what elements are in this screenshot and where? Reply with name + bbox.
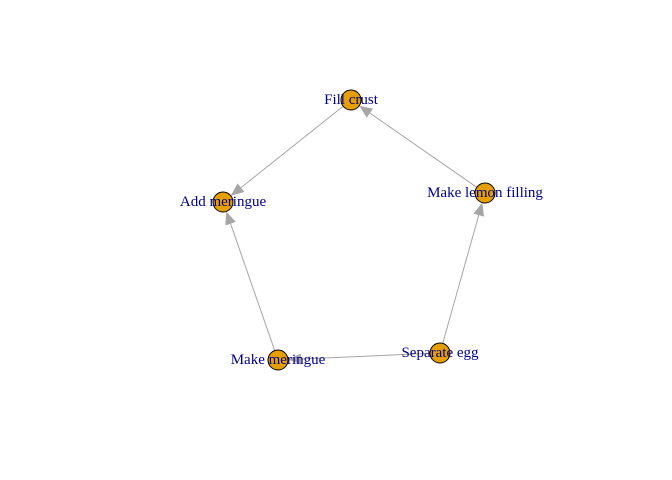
edges-layer [225, 105, 485, 365]
edge-separate-egg-to-make-lemon-filling [442, 215, 480, 344]
node-label-fill-crust: Fill crust [324, 92, 379, 108]
nodes-layer [212, 89, 496, 371]
node-make-meringue [267, 349, 289, 371]
arrowhead-separate-egg-to-make-lemon-filling [473, 202, 485, 217]
node-label-add-meringue: Add meringue [180, 194, 267, 210]
edge-make-lemon-filling-to-fill-crust [369, 112, 478, 188]
arrowhead-fill-crust-to-add-meringue [230, 183, 245, 196]
arrowhead-make-meringue-to-add-meringue [225, 211, 236, 226]
edge-separate-egg-to-make-meringue [300, 352, 431, 360]
node-separate-egg [429, 342, 451, 364]
node-add-meringue [212, 191, 234, 213]
edge-make-meringue-to-add-meringue [230, 223, 276, 351]
node-fill-crust [340, 89, 362, 111]
node-label-make-meringue: Make meringue [231, 352, 326, 368]
node-label-make-lemon-filling: Make lemon filling [427, 185, 543, 201]
node-label-separate-egg: Separate egg [401, 345, 479, 361]
arrowhead-make-lemon-filling-to-fill-crust [359, 105, 374, 118]
arrowhead-separate-egg-to-make-meringue [287, 353, 302, 365]
edge-fill-crust-to-add-meringue [240, 105, 344, 189]
node-make-lemon-filling [474, 182, 496, 204]
